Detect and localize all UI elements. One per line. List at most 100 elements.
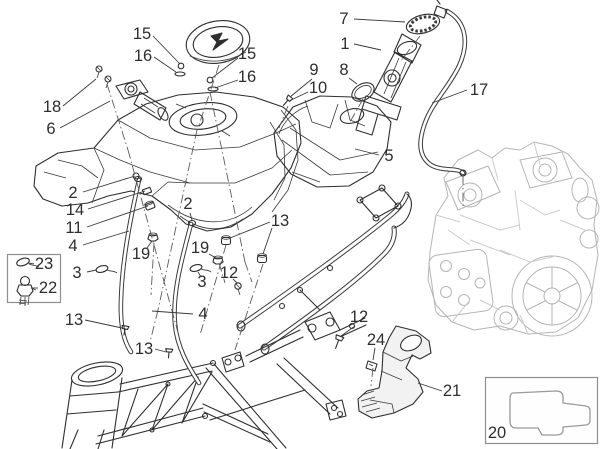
leader-line bbox=[211, 57, 239, 79]
spacer-14 bbox=[141, 186, 153, 196]
callout-22: 22 bbox=[39, 279, 57, 297]
clip-3-right bbox=[189, 263, 212, 273]
leader-line bbox=[82, 175, 136, 193]
fuel-cap bbox=[185, 20, 251, 64]
cap-washer-right bbox=[207, 86, 219, 92]
vent-hoses bbox=[118, 175, 202, 386]
screw-12-right bbox=[335, 334, 345, 349]
leader-line bbox=[82, 230, 130, 246]
pump-ring-nut bbox=[405, 13, 441, 35]
cap-nut-left bbox=[177, 62, 185, 70]
callout-8: 8 bbox=[339, 61, 348, 79]
callout-23: 23 bbox=[35, 255, 53, 273]
callout-11: 11 bbox=[65, 219, 82, 237]
fuel-pump-assembly bbox=[351, 13, 441, 136]
bolt-13-a bbox=[121, 324, 130, 336]
callout-16: 16 bbox=[134, 47, 152, 65]
callout-6: 6 bbox=[46, 120, 55, 138]
leader-line bbox=[59, 100, 111, 129]
callout-18: 18 bbox=[43, 98, 61, 116]
callout-15: 15 bbox=[238, 45, 256, 63]
leader-line bbox=[189, 212, 193, 221]
callout-7: 7 bbox=[339, 10, 348, 28]
callout-1: 1 bbox=[340, 35, 349, 53]
callout-20: 20 bbox=[488, 424, 506, 442]
callout-12: 12 bbox=[350, 308, 368, 326]
callout-10: 10 bbox=[309, 79, 327, 97]
protection-pad-outline bbox=[509, 390, 591, 436]
callout-5: 5 bbox=[384, 147, 393, 165]
callout-12: 12 bbox=[220, 264, 238, 282]
callout-16: 16 bbox=[238, 68, 256, 86]
callout-3: 3 bbox=[197, 273, 206, 291]
leader-line bbox=[353, 43, 382, 51]
leader-line bbox=[208, 253, 217, 259]
lower-fuel-tank bbox=[273, 95, 392, 188]
lock-screws bbox=[95, 65, 112, 89]
leader-line bbox=[151, 310, 194, 315]
leader-line bbox=[214, 79, 239, 89]
template-inset-box bbox=[484, 376, 599, 445]
leader-line bbox=[340, 325, 356, 337]
leader-line bbox=[288, 91, 309, 102]
callout-19: 19 bbox=[191, 239, 209, 257]
assembly-axis-lines bbox=[106, 35, 464, 387]
callout-13: 13 bbox=[135, 340, 153, 358]
callout-15: 15 bbox=[133, 25, 151, 43]
leader-line bbox=[27, 262, 35, 265]
nut-19-left bbox=[147, 232, 159, 242]
tank-screw-9-10 bbox=[282, 94, 294, 106]
leader-line bbox=[372, 347, 376, 361]
leader-line bbox=[62, 78, 97, 107]
leader-line bbox=[354, 148, 380, 156]
callout-2: 2 bbox=[68, 184, 77, 202]
sensor-22 bbox=[16, 275, 37, 306]
callout-13: 13 bbox=[271, 212, 289, 230]
engine-illustration bbox=[427, 141, 600, 337]
leader-line bbox=[86, 205, 149, 228]
pump-o-ring bbox=[351, 82, 375, 102]
screw-12-mid bbox=[234, 282, 242, 296]
callout-9: 9 bbox=[309, 61, 318, 79]
leader-line bbox=[152, 35, 181, 65]
leader-line bbox=[353, 18, 406, 23]
leader-line bbox=[232, 278, 238, 284]
leader-line bbox=[153, 56, 177, 73]
small-fasteners bbox=[95, 62, 378, 372]
leader-line bbox=[229, 221, 271, 239]
clip-24 bbox=[365, 360, 378, 372]
cap-nut-right bbox=[206, 76, 214, 84]
leader-line bbox=[348, 77, 358, 85]
callout-14: 14 bbox=[66, 201, 84, 219]
fuel-hose bbox=[418, 0, 468, 177]
bolt-2-left bbox=[132, 172, 140, 180]
leader-line bbox=[154, 348, 167, 353]
callout-2: 2 bbox=[183, 195, 192, 213]
fuel-tank bbox=[33, 91, 302, 232]
leader-line bbox=[289, 78, 313, 98]
callout-4: 4 bbox=[68, 237, 77, 255]
clip-23 bbox=[16, 257, 40, 268]
callout-13: 13 bbox=[65, 311, 83, 329]
cap-washer-left bbox=[174, 71, 186, 77]
callout-19: 19 bbox=[132, 245, 150, 263]
callout-24: 24 bbox=[367, 331, 385, 349]
hardware-inset-box bbox=[6, 253, 62, 306]
bolt-13-b bbox=[165, 348, 174, 359]
callout-3: 3 bbox=[72, 264, 81, 282]
air-duct bbox=[357, 325, 432, 419]
callout-17: 17 bbox=[470, 81, 488, 99]
leader-line bbox=[84, 319, 123, 329]
lock-assembly bbox=[95, 65, 169, 121]
callout-4: 4 bbox=[198, 305, 207, 323]
leader-line bbox=[146, 240, 153, 249]
rear-subframe bbox=[236, 184, 413, 355]
leader-line bbox=[197, 271, 202, 278]
leader-line bbox=[86, 269, 97, 273]
leader-line bbox=[262, 227, 273, 255]
leader-line bbox=[417, 382, 443, 392]
main-frame bbox=[61, 311, 367, 449]
